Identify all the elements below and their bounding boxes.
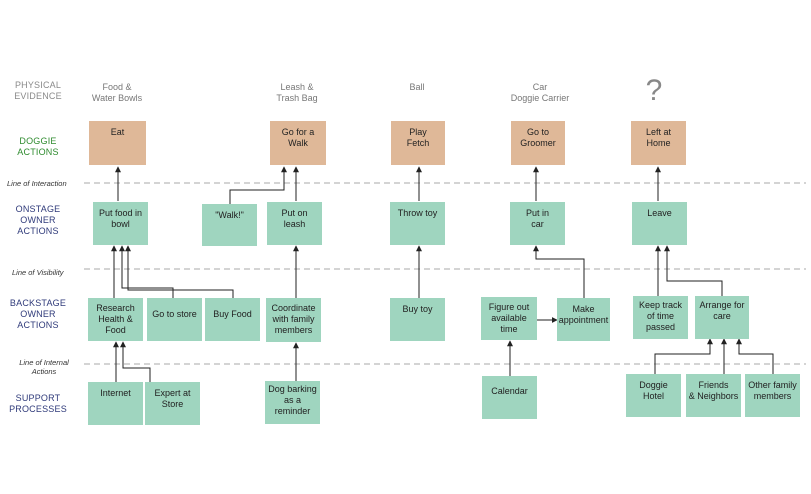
box-figure-out-time: Figure out available time xyxy=(481,297,537,340)
box-play-fetch: Play Fetch xyxy=(391,121,445,165)
box-go-to-groomer: Go to Groomer xyxy=(511,121,565,165)
box-calendar-label: Calendar xyxy=(491,386,528,396)
row-label-backstage-owner-actions: BACKSTAGE OWNER ACTIONS xyxy=(9,298,67,330)
box-put-on-leash-label: Put on leash xyxy=(281,208,308,229)
box-dog-barking: Dog barking as a reminder xyxy=(265,381,320,424)
label-line-of-internal-actions: Line of Internal Actions xyxy=(19,358,69,376)
box-go-to-groomer-label: Go to Groomer xyxy=(520,127,556,148)
box-put-food-in-bowl: Put food in bowl xyxy=(93,202,148,245)
box-go-to-store-label: Go to store xyxy=(152,309,197,319)
box-doggie-hotel: Doggie Hotel xyxy=(626,374,681,417)
box-arrange-care-label: Arrange for care xyxy=(699,300,745,321)
label-line-of-interaction: Line of Interaction xyxy=(7,179,67,188)
arrow-family-arrangecare xyxy=(736,338,774,374)
box-calendar: Calendar xyxy=(482,376,537,419)
arrow-appointment-putcar xyxy=(533,245,585,298)
box-other-family: Other family members xyxy=(745,374,800,417)
arrow-hotel-arrangecare xyxy=(654,338,713,374)
box-put-in-car-label: Put in car xyxy=(525,208,549,229)
label-line-of-visibility: Line of Visibility xyxy=(12,268,64,277)
box-coordinate-family: Coordinate with family members xyxy=(266,298,321,342)
evidence-leash: Leash & Trash Bag xyxy=(276,82,318,103)
box-leave-label: Leave xyxy=(647,208,672,218)
box-eat-label: Eat xyxy=(110,127,125,137)
evidence-bowls: Food & Water Bowls xyxy=(91,82,143,103)
box-buy-toy: Buy toy xyxy=(390,298,445,341)
arrow-buyfood-putfood xyxy=(125,245,234,298)
box-eat: Eat xyxy=(89,121,146,165)
box-other-family-label: Other family members xyxy=(748,380,797,401)
box-buy-food: Buy Food xyxy=(205,298,260,341)
box-put-food-in-bowl-label: Put food in bowl xyxy=(98,208,143,229)
box-left-at-home: Left at Home xyxy=(631,121,686,165)
box-go-for-walk-label: Go for a Walk xyxy=(281,127,315,148)
box-put-on-leash: Put on leash xyxy=(267,202,322,245)
box-throw-toy-label: Throw toy xyxy=(397,208,438,218)
box-research-health-food-label: Research Health & Food xyxy=(96,303,135,335)
box-coordinate-family-label: Coordinate with family members xyxy=(271,303,316,335)
box-make-appointment: Make appointment xyxy=(557,298,610,341)
row-label-onstage-owner-actions: ONSTAGE OWNER ACTIONS xyxy=(15,204,61,236)
evidence-ball: Ball xyxy=(409,82,425,92)
arrow-arrangecare-leave xyxy=(664,245,723,296)
box-keep-track-time: Keep track of time passed xyxy=(633,296,688,339)
box-internet-label: Internet xyxy=(100,388,131,398)
box-friends-neighbors-label: Friends & Neighbors xyxy=(688,380,739,401)
box-walk-call: "Walk!" xyxy=(202,204,257,246)
row-label-doggie-actions: DOGGIE ACTIONS xyxy=(17,136,59,157)
box-friends-neighbors: Friends & Neighbors xyxy=(686,374,741,417)
arrow-expert-research xyxy=(120,341,151,382)
box-buy-food-label: Buy Food xyxy=(213,309,252,319)
box-research-health-food: Research Health & Food xyxy=(88,298,143,341)
box-go-to-store: Go to store xyxy=(147,298,202,341)
box-doggie-hotel-label: Doggie Hotel xyxy=(639,380,668,401)
box-throw-toy: Throw toy xyxy=(390,202,445,245)
box-expert-at-store-label: Expert at Store xyxy=(154,388,191,409)
box-dog-barking-label: Dog barking as a reminder xyxy=(268,384,317,416)
row-label-physical-evidence: PHYSICAL EVIDENCE xyxy=(14,80,62,101)
evidence-car: Car Doggie Carrier xyxy=(510,82,570,103)
row-label-support-processes: SUPPORT PROCESSES xyxy=(9,393,67,414)
box-put-in-car: Put in car xyxy=(510,202,565,245)
box-keep-track-time-label: Keep track of time passed xyxy=(638,300,683,332)
box-buy-toy-label: Buy toy xyxy=(402,304,433,314)
evidence-unknown: ? xyxy=(645,74,663,107)
box-left-at-home-label: Left at Home xyxy=(645,127,672,148)
box-leave: Leave xyxy=(632,202,687,245)
box-arrange-care: Arrange for care xyxy=(695,296,749,339)
box-make-appointment-label: Make appointment xyxy=(558,304,609,325)
box-internet: Internet xyxy=(88,382,143,425)
box-walk-call-label: "Walk!" xyxy=(215,210,244,220)
box-figure-out-time-label: Figure out available time xyxy=(488,302,530,334)
arrow-walkcall-walk xyxy=(229,166,287,204)
box-expert-at-store: Expert at Store xyxy=(145,382,200,425)
box-go-for-walk: Go for a Walk xyxy=(270,121,326,165)
box-play-fetch-label: Play Fetch xyxy=(406,127,430,148)
arrow-gostore-putfood xyxy=(119,245,174,298)
